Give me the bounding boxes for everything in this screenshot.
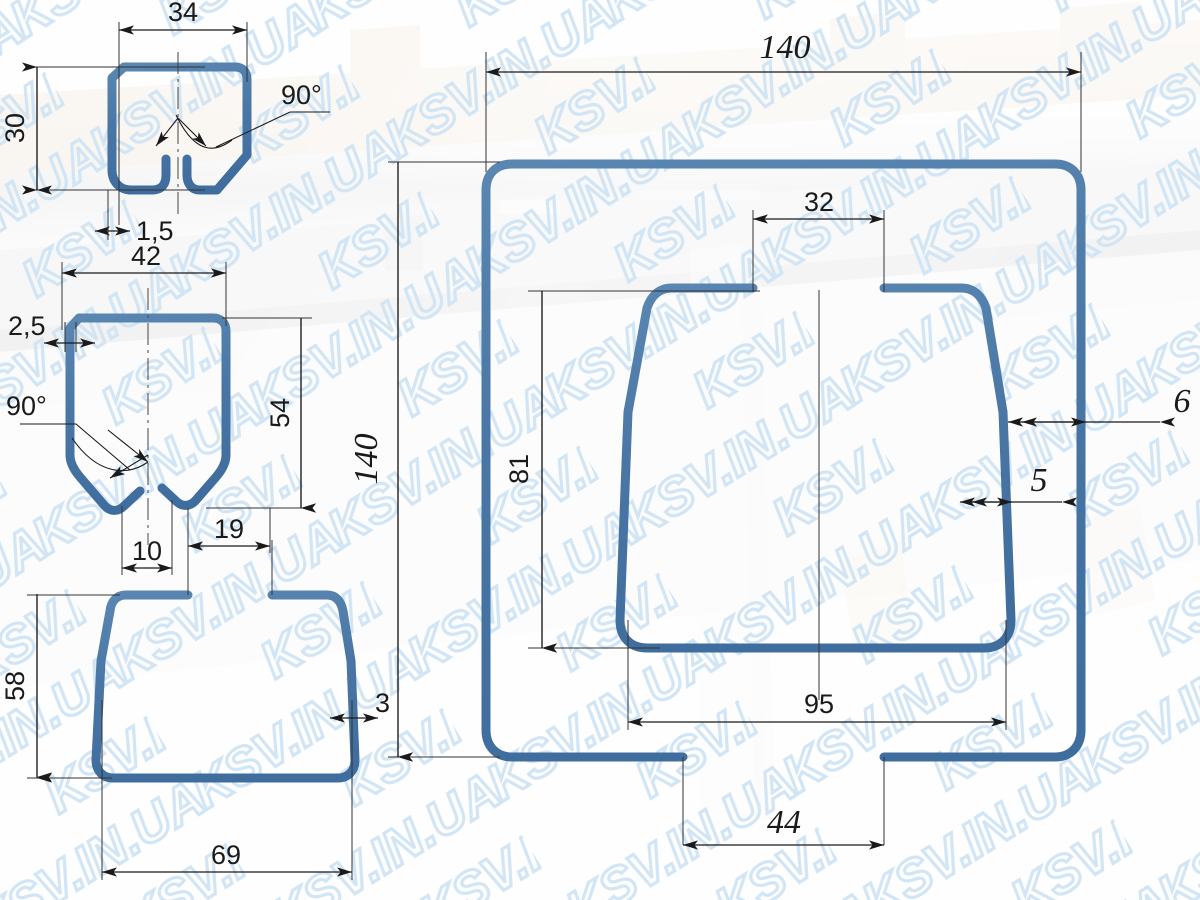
angle-leader-90b xyxy=(20,423,131,471)
view-bottom-left-profile: 58 69 3 xyxy=(0,540,390,880)
dim-label-90a: 90° xyxy=(281,80,322,110)
dim-label-1-5: 1,5 xyxy=(136,216,174,246)
dim-label-5: 5 xyxy=(1031,462,1048,499)
angle-leader-90a xyxy=(215,111,330,148)
dim-label-30: 30 xyxy=(0,113,30,143)
view-top-left-profile: 34 30 1,5 90° xyxy=(0,0,330,246)
dim-label-140-horizontal: 140 xyxy=(760,29,811,66)
dim-label-6: 6 xyxy=(1174,383,1191,420)
dim-label-2-5: 2,5 xyxy=(8,311,46,341)
dim-label-42: 42 xyxy=(131,241,161,271)
angle-arc-90b xyxy=(71,437,149,472)
profile-outline-69x58 xyxy=(91,590,360,783)
dim-label-90b: 90° xyxy=(6,391,47,421)
profile-outline-42x54 xyxy=(65,313,231,515)
angle-arm-90a-2 xyxy=(177,117,207,147)
dim-label-58: 58 xyxy=(0,671,30,701)
view-right-profile: 140 140 32 81 95 xyxy=(348,29,1191,850)
angle-arm-90b-2 xyxy=(107,429,149,463)
dim-label-32: 32 xyxy=(804,187,834,217)
profile-outer-140x140 xyxy=(481,159,1086,762)
dim-label-69: 69 xyxy=(211,840,241,870)
profile-inner xyxy=(615,283,1016,653)
profile-outline-34x30 xyxy=(107,62,252,195)
dim-label-81: 81 xyxy=(504,454,534,484)
dim-label-10: 10 xyxy=(132,536,162,566)
dim-label-3: 3 xyxy=(375,688,390,718)
view-mid-left-profile: 42 2,5 54 90° 10 xyxy=(6,241,316,575)
angle-arc-90a xyxy=(175,114,233,149)
dim-label-34: 34 xyxy=(168,0,198,27)
dim-label-19: 19 xyxy=(214,514,244,544)
angle-arm-90a-1 xyxy=(155,117,179,147)
dim-label-140-vertical: 140 xyxy=(348,434,385,485)
dim-label-44: 44 xyxy=(767,804,801,841)
dim-label-54: 54 xyxy=(265,398,295,428)
